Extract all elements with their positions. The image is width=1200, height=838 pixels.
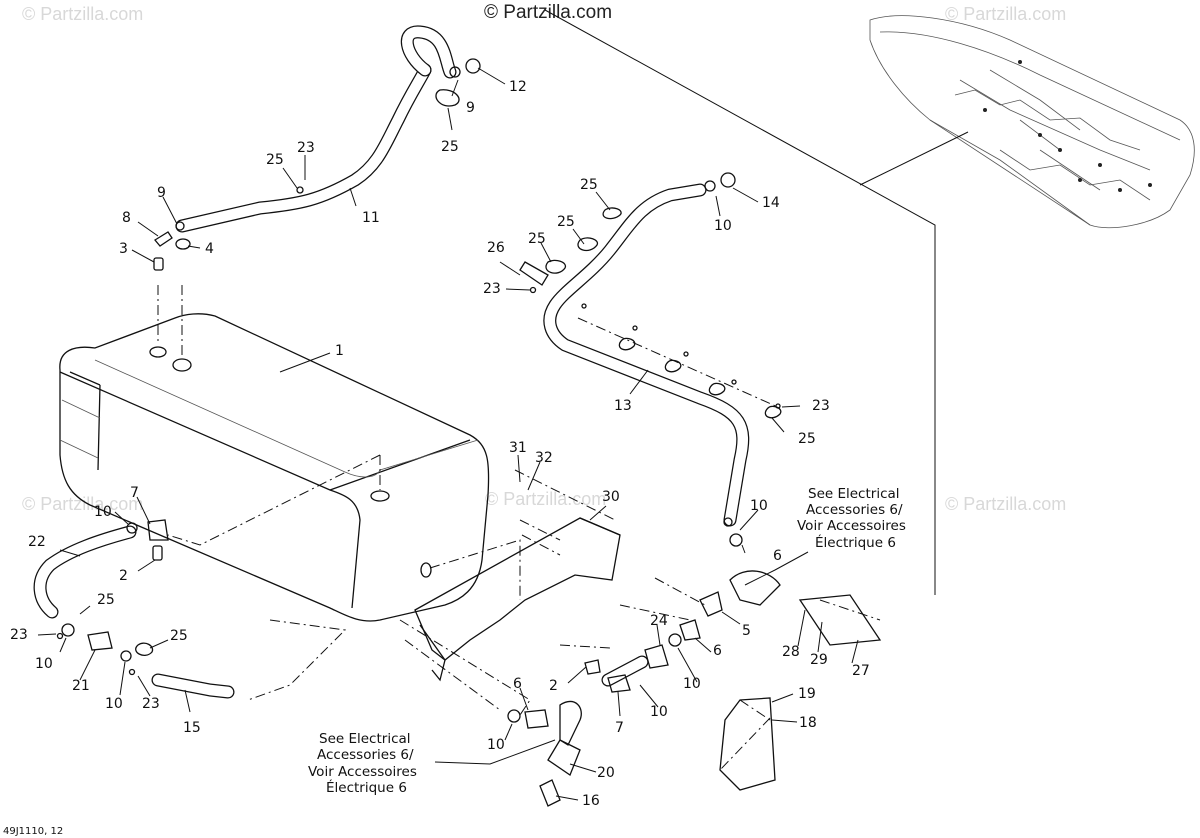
watermark-mid-right: © Partzilla.com [945, 494, 1066, 514]
note-electrical-right: See Electrical Accessories 6/ Voir Acces… [797, 486, 906, 551]
callout-6-right: 6 [773, 548, 782, 564]
callout-10-bottom-mid: 10 [650, 704, 668, 720]
callout-9-top: 9 [466, 100, 475, 116]
watermark-group: © Partzilla.com © Partzilla.com © Partzi… [22, 2, 1066, 514]
note-bottom-line2: Accessories 6/ [317, 747, 414, 763]
callout-12: 12 [509, 79, 527, 95]
watermark-top-left: © Partzilla.com [22, 4, 143, 24]
vent-hose [543, 183, 781, 527]
callout-25-right: 25 [798, 431, 816, 447]
callout-19: 19 [798, 686, 816, 702]
callout-23-right: 23 [812, 398, 830, 414]
callout-10-lower-left: 10 [35, 656, 53, 672]
assembly-lines [157, 285, 881, 771]
callout-2-bottom: 2 [549, 678, 558, 694]
callout-10-bottom: 10 [487, 737, 505, 753]
inset-leader-line [544, 9, 936, 595]
callout-6-mid: 6 [713, 643, 722, 659]
callout-10-mid: 10 [683, 676, 701, 692]
note-electrical-bottom: See Electrical Accessories 6/ Voir Acces… [308, 731, 417, 796]
callout-10-left: 10 [94, 504, 112, 520]
watermark-mid-left: © Partzilla.com [22, 494, 143, 514]
note-right-line1: See Electrical [808, 486, 900, 502]
callout-25-top: 25 [441, 139, 459, 155]
callout-3: 3 [119, 241, 128, 257]
callout-6-bottom: 6 [513, 676, 522, 692]
callout-16: 16 [582, 793, 600, 809]
callout-21: 21 [72, 678, 90, 694]
callout-10-top: 10 [714, 218, 732, 234]
callout-30: 30 [602, 489, 620, 505]
fittings [56, 58, 882, 807]
callout-7-left: 7 [130, 485, 139, 501]
callout-13: 13 [614, 398, 632, 414]
callout-25-vent-1: 25 [580, 177, 598, 193]
callout-25-hose: 25 [266, 152, 284, 168]
callout-7-bottom: 7 [615, 720, 624, 736]
callout-23-left: 23 [10, 627, 28, 643]
note-bottom-line4: Électrique 6 [326, 779, 407, 796]
callout-31: 31 [509, 440, 527, 456]
leader-lines [37, 67, 859, 801]
callout-11: 11 [362, 210, 380, 226]
callout-25-lower: 25 [170, 628, 188, 644]
callout-14: 14 [762, 195, 780, 211]
inset-leader-short [859, 131, 969, 186]
callout-8: 8 [122, 210, 131, 226]
watermark-mid-center: © Partzilla.com [485, 489, 606, 509]
callout-10-lower: 10 [105, 696, 123, 712]
callout-26: 26 [487, 240, 505, 256]
note-bottom-line1: See Electrical [319, 731, 411, 747]
callout-32: 32 [535, 450, 553, 466]
lower-hoses [33, 525, 649, 699]
callout-10-right: 10 [750, 498, 768, 514]
heat-shield-bracket [414, 517, 621, 682]
callout-27: 27 [852, 663, 870, 679]
note-right-line3: Voir Accessoires [797, 518, 906, 534]
callout-23-top: 23 [297, 140, 315, 156]
callout-29: 29 [810, 652, 828, 668]
watermark-main: © Partzilla.com [484, 2, 612, 23]
callout-23-lower: 23 [142, 696, 160, 712]
callout-4: 4 [205, 241, 214, 257]
filler-hose [175, 25, 457, 233]
callout-25-vent-3: 25 [528, 231, 546, 247]
callout-22: 22 [28, 534, 46, 550]
callout-25-left: 25 [97, 592, 115, 608]
callout-20: 20 [597, 765, 615, 781]
callout-1: 1 [335, 343, 344, 359]
note-right-line4: Électrique 6 [815, 534, 896, 551]
callout-9-left: 9 [157, 185, 166, 201]
callout-15: 15 [183, 720, 201, 736]
callout-25-vent-2: 25 [557, 214, 575, 230]
callout-2-left: 2 [119, 568, 128, 584]
callout-18: 18 [799, 715, 817, 731]
diagram-code: 49J1110, 12 [3, 826, 63, 837]
callout-5: 5 [742, 623, 751, 639]
callout-labels: 1 2 2 3 4 5 6 6 6 7 7 8 9 9 10 10 10 10 … [10, 79, 870, 809]
hull-inset [869, 15, 1195, 229]
callout-24: 24 [650, 613, 668, 629]
callout-23-mid: 23 [483, 281, 501, 297]
callout-28: 28 [782, 644, 800, 660]
note-right-line2: Accessories 6/ [806, 502, 903, 518]
note-bottom-line3: Voir Accessoires [308, 764, 417, 780]
watermark-top-right: © Partzilla.com [945, 4, 1066, 24]
